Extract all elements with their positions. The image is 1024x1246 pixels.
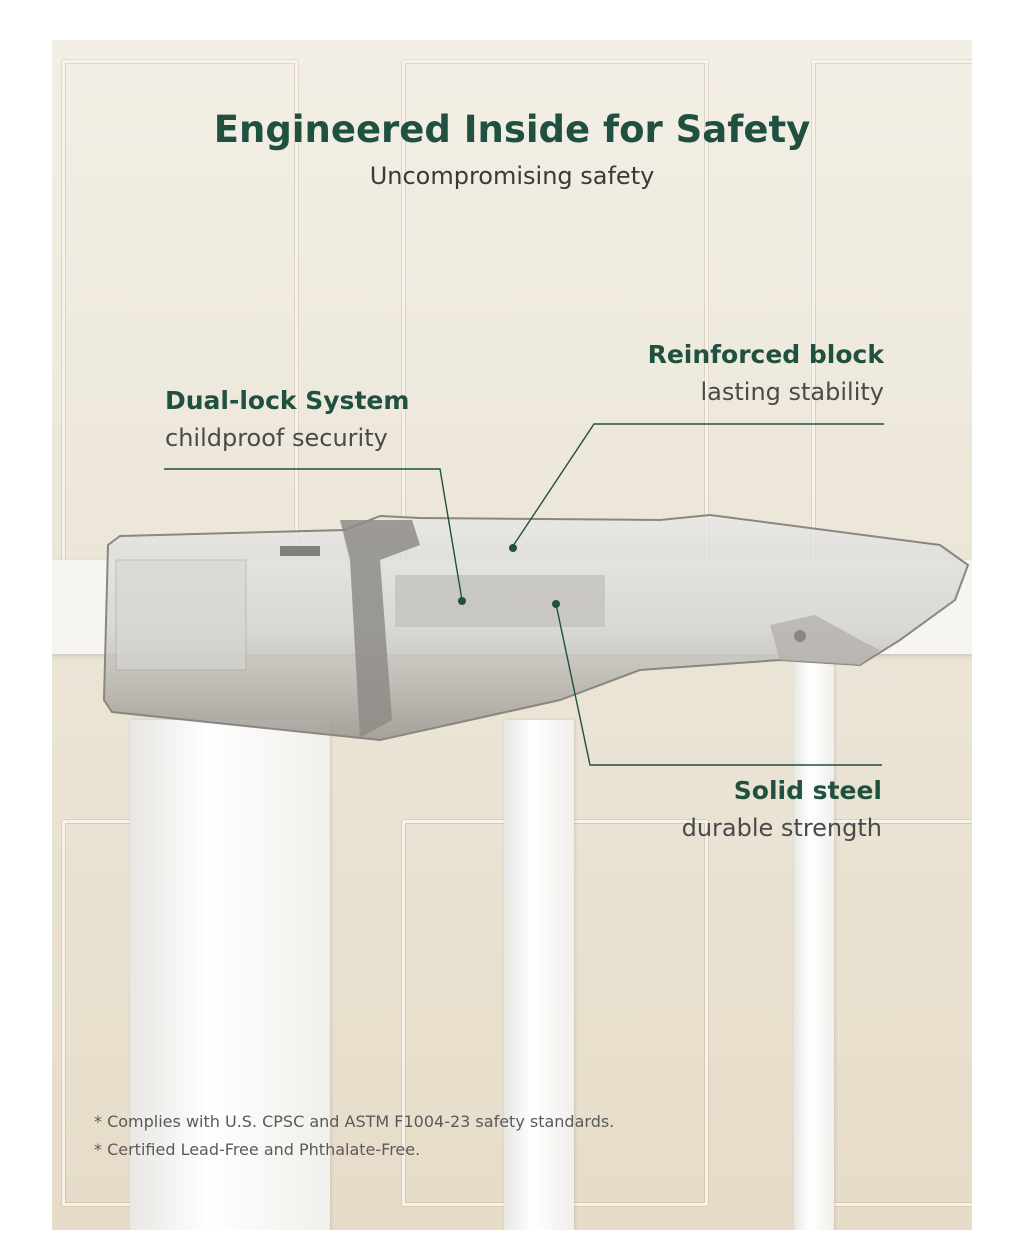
page-title: Engineered Inside for Safety [213,108,811,151]
feature-duallock-title: Dual-lock System [165,386,410,415]
gate-post [130,720,330,1230]
feature-duallock-subtitle: childproof security [165,424,388,452]
feature-steel-subtitle: durable strength [681,814,882,842]
gate-post [794,650,834,1230]
feature-reinforced-subtitle: lasting stability [700,378,884,406]
gate-post [504,720,574,1230]
feature-reinforced-title: Reinforced block [647,340,884,369]
footnote-certified: * Certified Lead-Free and Phthalate-Free… [94,1140,421,1159]
footnote-standards: * Complies with U.S. CPSC and ASTM F1004… [94,1112,615,1131]
feature-steel-title: Solid steel [733,776,882,805]
page-subtitle: Uncompromising safety [369,162,655,190]
